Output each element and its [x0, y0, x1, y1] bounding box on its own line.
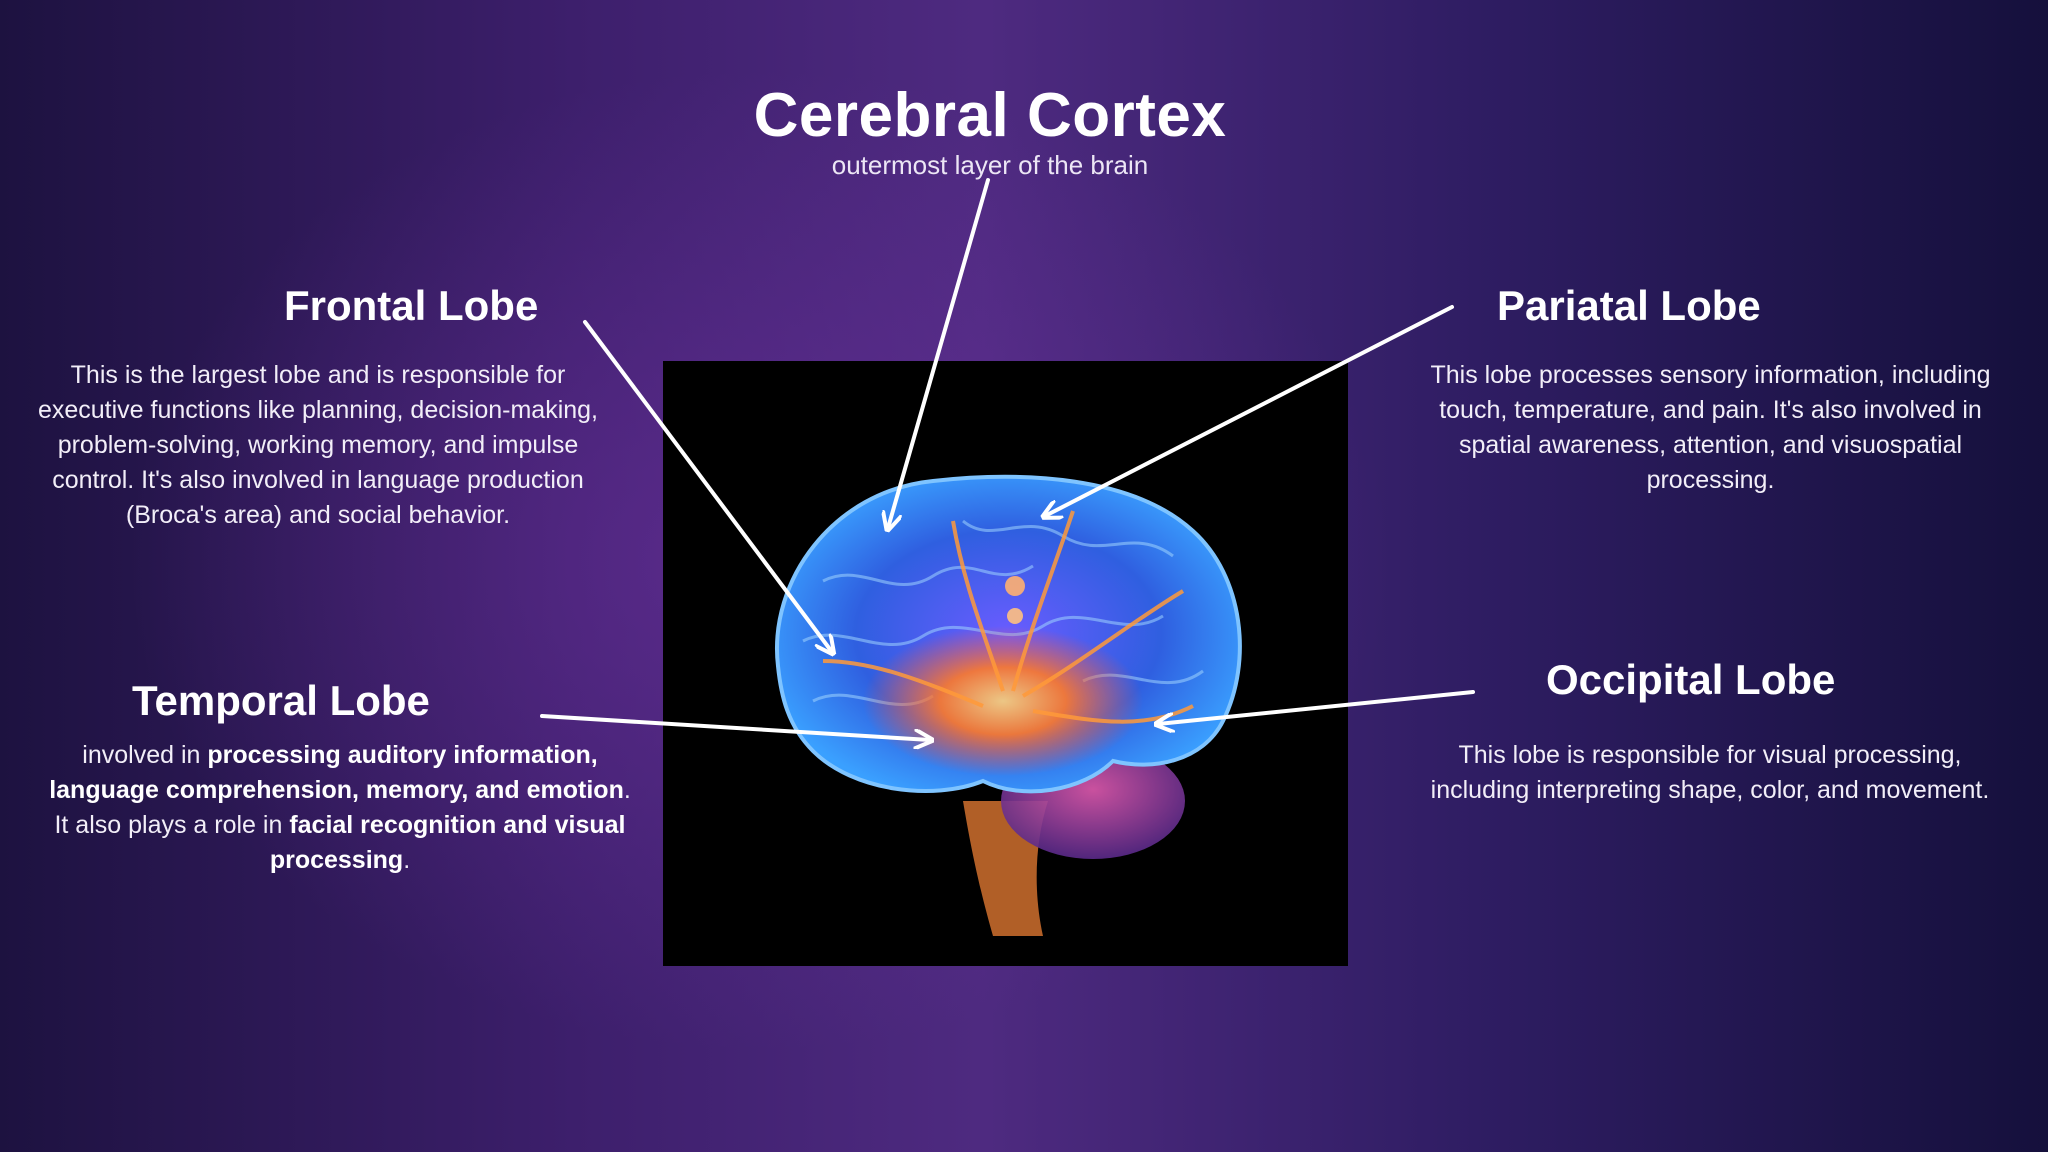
parietal-lobe-description: This lobe processes sensory information,… — [1430, 361, 1991, 494]
cerebral-cortex-arrow — [888, 178, 990, 528]
occipital-lobe-arrow — [1158, 690, 1475, 724]
temporal-lobe-arrow — [540, 714, 930, 740]
page-title: Cerebral Cortex — [753, 81, 1227, 150]
brain-image-panel — [663, 361, 1348, 966]
parietal-lobe-arrow — [1045, 305, 1454, 516]
temporal-text-1: involved in — [82, 741, 208, 769]
temporal-text-bold-1: processing auditory information, languag… — [49, 741, 624, 804]
temporal-lobe-heading: Temporal Lobe — [132, 677, 430, 724]
occipital-lobe-heading: Occipital Lobe — [1546, 656, 1836, 703]
parietal-lobe-heading: Pariatal Lobe — [1497, 282, 1761, 329]
temporal-text-3: . — [403, 846, 411, 874]
page-subtitle: outermost layer of the brain — [831, 150, 1149, 180]
frontal-lobe-arrow — [583, 320, 832, 652]
occipital-lobe-description: This lobe is responsible for visual proc… — [1430, 741, 1990, 804]
temporal-lobe-description: involved in processing auditory informat… — [40, 738, 640, 878]
frontal-lobe-description: This is the largest lobe and is responsi… — [37, 361, 599, 529]
frontal-lobe-heading: Frontal Lobe — [284, 282, 539, 329]
neural-veins — [822, 510, 1194, 724]
temporal-text-2: . It also plays a role in — [54, 776, 631, 839]
glow-node-upper — [1005, 576, 1025, 596]
temporal-text-bold-2: facial recognition and visual processing — [269, 811, 626, 874]
glow-node-lower — [1007, 608, 1023, 624]
